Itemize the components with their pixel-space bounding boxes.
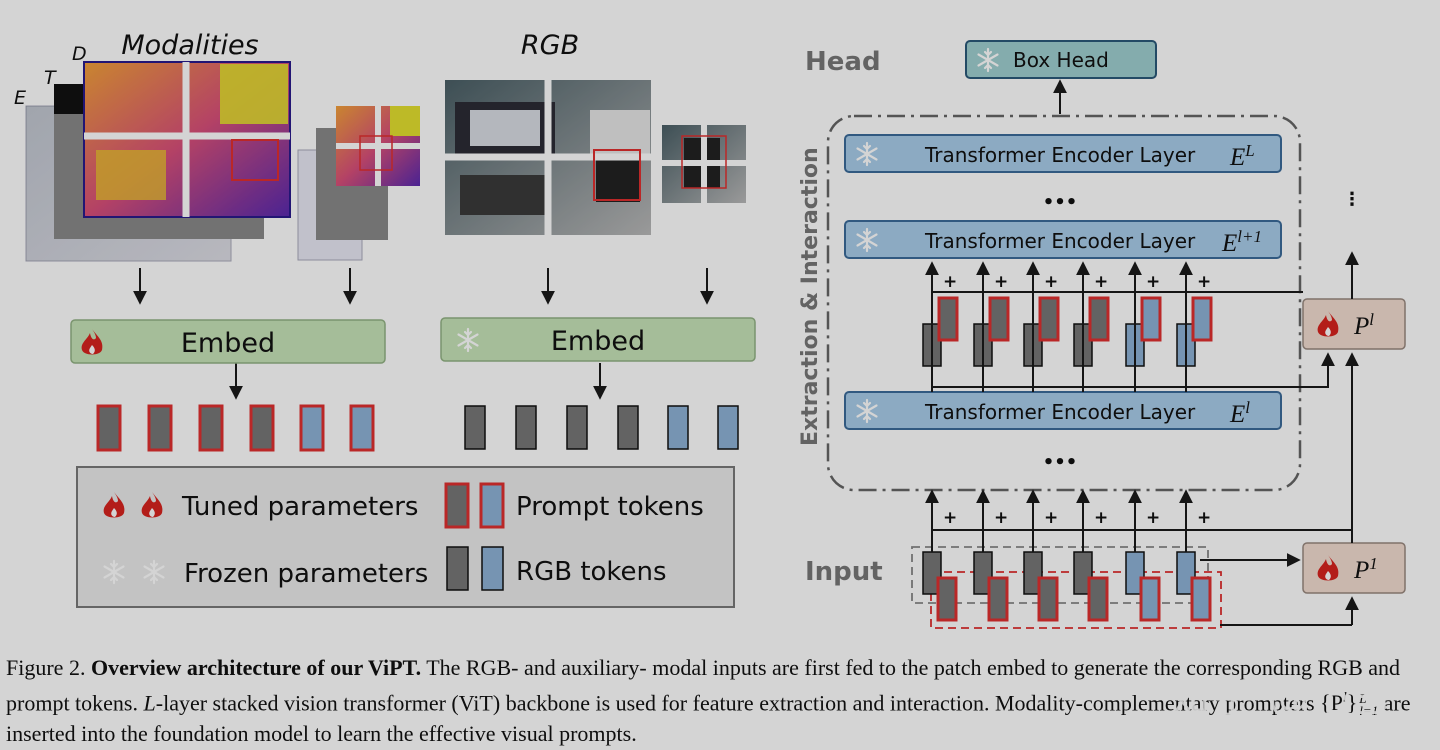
encoder-layer-label: Transformer Encoder Layer bbox=[924, 400, 1196, 424]
box-head-label: Box Head bbox=[1013, 48, 1109, 72]
prompt-token bbox=[1190, 576, 1212, 622]
prompt-token bbox=[1037, 576, 1059, 622]
embed-label-tuned: Embed bbox=[181, 328, 275, 359]
embed-label-frozen: Embed bbox=[551, 326, 645, 357]
prompt-token bbox=[937, 296, 959, 342]
plus-sign: + bbox=[1146, 508, 1160, 528]
modalities-title: Modalities bbox=[121, 30, 258, 61]
encoder-layer-top: Transformer Encoder Layer EL bbox=[844, 134, 1282, 173]
prompt-token-row bbox=[96, 404, 375, 452]
prompt-token bbox=[988, 296, 1010, 342]
caption-bold-title: Overview architecture of our ViPT. bbox=[90, 655, 422, 680]
ellipsis-vertical: ⋮ bbox=[1343, 189, 1361, 210]
prompt-token bbox=[1139, 576, 1161, 622]
plus-sign: + bbox=[994, 272, 1008, 292]
rgb-image-grid-large bbox=[445, 80, 651, 235]
encoder-layer-symbol: El bbox=[1229, 398, 1250, 429]
prompt-token bbox=[1191, 296, 1213, 342]
interaction-token-columns: + + + + + + bbox=[922, 261, 1213, 392]
encoder-layer-label: Transformer Encoder Layer bbox=[924, 229, 1196, 253]
plus-sign: + bbox=[1197, 272, 1211, 292]
caption-text-2: -layer stacked vision transformer (ViT) … bbox=[155, 690, 1321, 716]
modality-image-stack-small bbox=[297, 106, 420, 261]
embed-box-tuned: Embed bbox=[70, 319, 386, 364]
prompter-box-top: Pl bbox=[1302, 298, 1406, 350]
box-head: Box Head bbox=[965, 40, 1157, 79]
prompt-token bbox=[1088, 296, 1110, 342]
embed-box-frozen: Embed bbox=[440, 317, 756, 362]
ellipsis-top: ••• bbox=[1043, 192, 1078, 213]
legend-frozen-label: Frozen parameters bbox=[184, 559, 428, 589]
plus-sign: + bbox=[1044, 272, 1058, 292]
image-to-embed-arrows bbox=[133, 268, 714, 400]
prompt-token bbox=[1140, 296, 1162, 342]
head-label: Head bbox=[805, 47, 881, 77]
prompt-token bbox=[936, 576, 958, 622]
prompt-token bbox=[987, 576, 1009, 622]
prompter-connectors bbox=[932, 251, 1359, 626]
rgb-image-grid-small bbox=[662, 125, 746, 203]
plus-sign: + bbox=[943, 272, 957, 292]
prompter-symbol: P1 bbox=[1353, 554, 1378, 585]
caption-fig-label: Figure 2. bbox=[6, 655, 86, 680]
watermark: 知乎 @小玉 bbox=[1170, 676, 1395, 722]
encoder-layer-mid: Transformer Encoder Layer El+1 bbox=[844, 220, 1282, 259]
legend-rgb-label: RGB tokens bbox=[516, 557, 667, 587]
extraction-interaction-container bbox=[826, 114, 1302, 492]
prompt-token bbox=[1038, 296, 1060, 342]
plus-sign: + bbox=[943, 508, 957, 528]
plus-sign: + bbox=[1044, 508, 1058, 528]
encoder-layer-label: Transformer Encoder Layer bbox=[924, 143, 1196, 167]
stack-label-e: E bbox=[14, 87, 26, 109]
plus-sign: + bbox=[994, 508, 1008, 528]
modality-image-stack-large bbox=[25, 61, 291, 262]
figure-caption: Figure 2. Overview architecture of our V… bbox=[6, 652, 1434, 749]
caption-L-symbol: L bbox=[143, 690, 156, 716]
legend-prompt-label: Prompt tokens bbox=[516, 492, 704, 522]
plus-sign: + bbox=[1197, 508, 1211, 528]
caption-text-1: The RGB- and auxiliary- modal inputs are… bbox=[6, 655, 1401, 716]
prompter-symbol: Pl bbox=[1353, 310, 1374, 341]
legend-panel: Tuned parameters Frozen parameters Promp… bbox=[76, 466, 735, 608]
input-label: Input bbox=[805, 557, 883, 587]
plus-sign: + bbox=[1094, 272, 1108, 292]
plus-sign: + bbox=[1094, 508, 1108, 528]
encoder-layer-bottom: Transformer Encoder Layer El bbox=[844, 391, 1282, 430]
legend-tuned-label: Tuned parameters bbox=[181, 492, 418, 522]
plus-sign: + bbox=[1146, 272, 1160, 292]
prompter-box-bottom: P1 bbox=[1302, 542, 1406, 594]
extraction-interaction-label: Extraction & Interaction bbox=[798, 147, 823, 446]
stack-label-t: T bbox=[44, 67, 57, 89]
ellipsis-bottom: ••• bbox=[1043, 452, 1078, 473]
caption-text-3: are inserted into the foundation model t… bbox=[6, 690, 1411, 747]
stack-label-d: D bbox=[72, 43, 87, 65]
rgb-token-row bbox=[464, 405, 739, 450]
input-token-columns: + + + + + + bbox=[911, 489, 1222, 629]
rgb-title: RGB bbox=[521, 30, 579, 61]
rgb-input-group bbox=[911, 546, 1209, 604]
prompt-token bbox=[1087, 576, 1109, 622]
